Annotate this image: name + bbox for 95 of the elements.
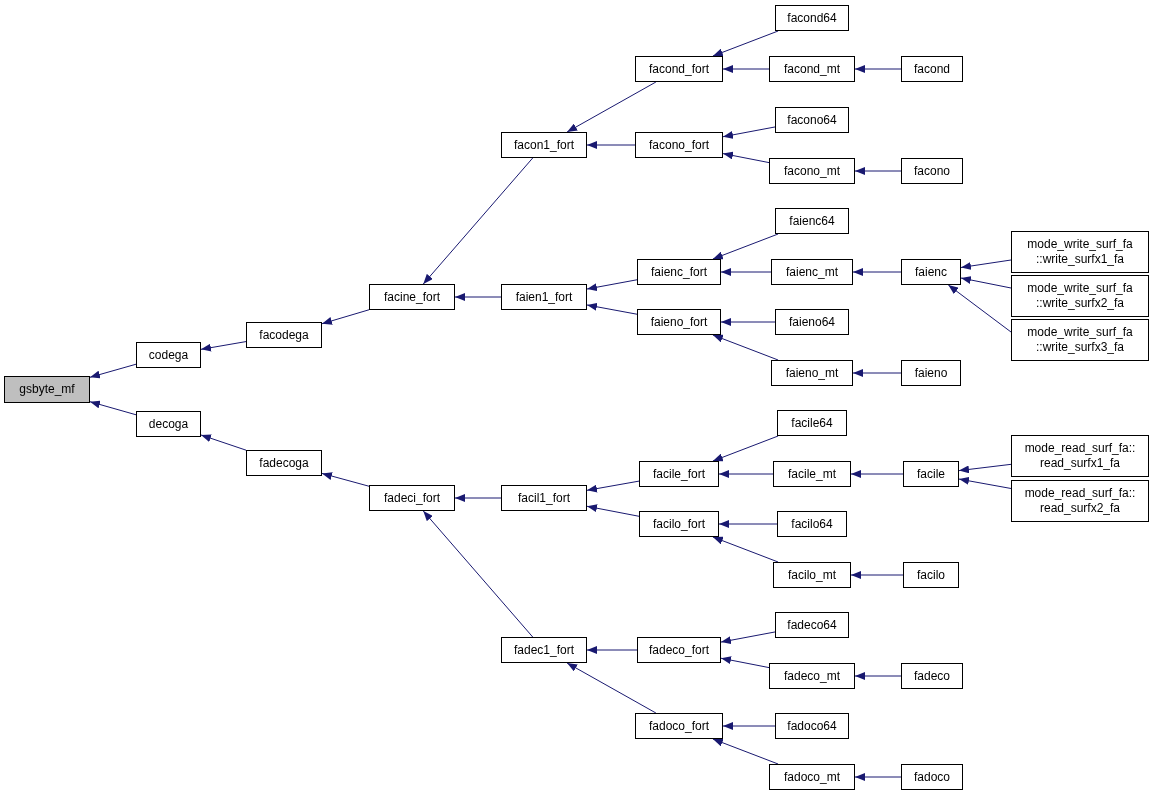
function-box: facono <box>901 158 963 184</box>
arrow <box>720 631 776 645</box>
function-box: facond <box>901 56 963 82</box>
function-box: mode_read_surf_fa:: read_surfx2_fa <box>1011 480 1149 522</box>
arrow <box>712 334 779 361</box>
arrow <box>586 141 636 149</box>
arrow <box>422 510 534 638</box>
arrow <box>722 722 776 730</box>
function-box: facile_mt <box>773 461 851 487</box>
arrow <box>720 318 776 326</box>
function-box: faieno <box>901 360 961 386</box>
arrow <box>89 363 137 379</box>
function-box: fadoco_fort <box>635 713 723 739</box>
function-box: faienc <box>901 259 961 285</box>
function-box: facond64 <box>775 5 849 31</box>
arrow <box>722 151 770 164</box>
function-box: facilo_mt <box>773 562 851 588</box>
arrow <box>958 476 1012 489</box>
arrow <box>712 536 779 563</box>
function-box: facile64 <box>777 410 847 436</box>
function-box: facono_fort <box>635 132 723 158</box>
arrow <box>586 279 638 292</box>
arrow <box>854 672 902 680</box>
arrow <box>566 662 657 714</box>
function-box: facilo <box>903 562 959 588</box>
function-box: facond_mt <box>769 56 855 82</box>
function-box: facilo64 <box>777 511 847 537</box>
function-box: faienc64 <box>775 208 849 234</box>
function-box: fadecoga <box>246 450 322 476</box>
function-box: mode_write_surf_fa ::write_surfx3_fa <box>1011 319 1149 361</box>
arrow <box>712 738 779 765</box>
function-box: facil1_fort <box>501 485 587 511</box>
function-box: codega <box>136 342 201 368</box>
arrow <box>720 656 770 669</box>
arrow <box>852 369 902 377</box>
arrow <box>850 571 904 579</box>
function-box: facine_fort <box>369 284 455 310</box>
arrow <box>854 167 902 175</box>
function-box: facono_mt <box>769 158 855 184</box>
arrow <box>712 30 779 57</box>
arrow <box>720 268 772 276</box>
arrow <box>200 434 247 451</box>
function-box: facond_fort <box>635 56 723 82</box>
function-box: mode_write_surf_fa ::write_surfx2_fa <box>1011 275 1149 317</box>
function-box: mode_write_surf_fa ::write_surfx1_fa <box>1011 231 1149 273</box>
arrow <box>454 494 502 502</box>
function-box: fadeco_mt <box>769 663 855 689</box>
function-box: decoga <box>136 411 201 437</box>
arrow <box>712 435 779 462</box>
arrow <box>958 463 1012 474</box>
function-box: facile <box>903 461 959 487</box>
arrow <box>854 65 902 73</box>
function-box: facilo_fort <box>639 511 719 537</box>
arrow <box>586 504 640 517</box>
arrow <box>722 65 770 73</box>
function-box: fadoco <box>901 764 963 790</box>
function-box: facono64 <box>775 107 849 133</box>
arrow <box>454 293 502 301</box>
arrow <box>947 284 1012 333</box>
arrow <box>200 341 247 352</box>
function-box: faieno_mt <box>771 360 853 386</box>
arrow <box>422 157 534 285</box>
function-box: fadec1_fort <box>501 637 587 663</box>
function-box: faieno_fort <box>637 309 721 335</box>
arrow <box>854 773 902 781</box>
function-box: faienc_mt <box>771 259 853 285</box>
function-box: fadoco64 <box>775 713 849 739</box>
function-box: fadeco_fort <box>637 637 721 663</box>
arrow <box>586 302 638 315</box>
arrow <box>321 472 370 487</box>
function-box: faien1_fort <box>501 284 587 310</box>
function-box: fadeci_fort <box>369 485 455 511</box>
arrow <box>566 81 657 133</box>
function-box: fadeco64 <box>775 612 849 638</box>
arrow <box>586 480 640 493</box>
arrow <box>722 126 776 139</box>
arrow <box>960 276 1012 289</box>
arrow <box>321 309 370 325</box>
function-box: mode_read_surf_fa:: read_surfx1_fa <box>1011 435 1149 477</box>
function-box: faieno64 <box>775 309 849 335</box>
arrow <box>852 268 902 276</box>
function-box: gsbyte_mf <box>4 376 90 403</box>
arrow <box>850 470 904 478</box>
function-box: fadeco <box>901 663 963 689</box>
function-box: facon1_fort <box>501 132 587 158</box>
function-box: fadoco_mt <box>769 764 855 790</box>
arrow <box>960 259 1012 270</box>
arrow <box>712 233 779 260</box>
arrow <box>718 470 774 478</box>
arrow <box>89 400 137 416</box>
function-box: facodega <box>246 322 322 348</box>
function-box: faienc_fort <box>637 259 721 285</box>
function-box: facile_fort <box>639 461 719 487</box>
arrow <box>718 520 778 528</box>
arrow <box>586 646 638 654</box>
